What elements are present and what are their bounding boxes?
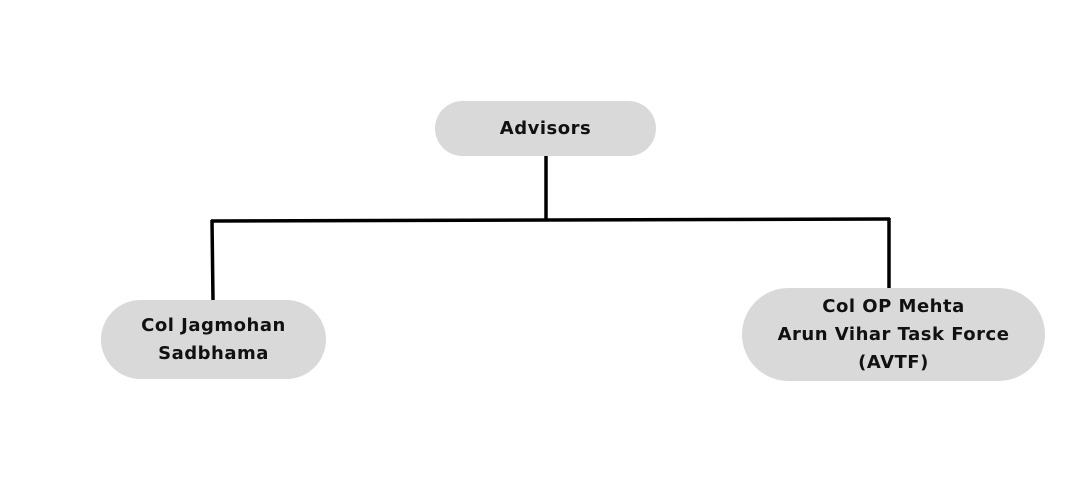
node-col-op-mehta-line-3: (AVTF) [858,351,929,373]
node-col-op-mehta-line-2: Arun Vihar Task Force [777,323,1010,345]
node-col-jagmohan-line-1: Col Jagmohan [141,314,286,336]
node-col-jagmohan-sadbhama: Col Jagmohan Sadbhama [101,300,326,379]
node-col-op-mehta-avtf: Col OP Mehta Arun Vihar Task Force (AVTF… [742,288,1045,381]
node-advisors: Advisors [435,101,656,156]
node-col-op-mehta-line-1: Col OP Mehta [822,295,965,317]
connector-horizontal-bar [210,217,891,223]
node-col-jagmohan-line-2: Sadbhama [158,342,269,364]
connector-left-drop [210,219,215,301]
node-advisors-label: Advisors [499,117,592,139]
